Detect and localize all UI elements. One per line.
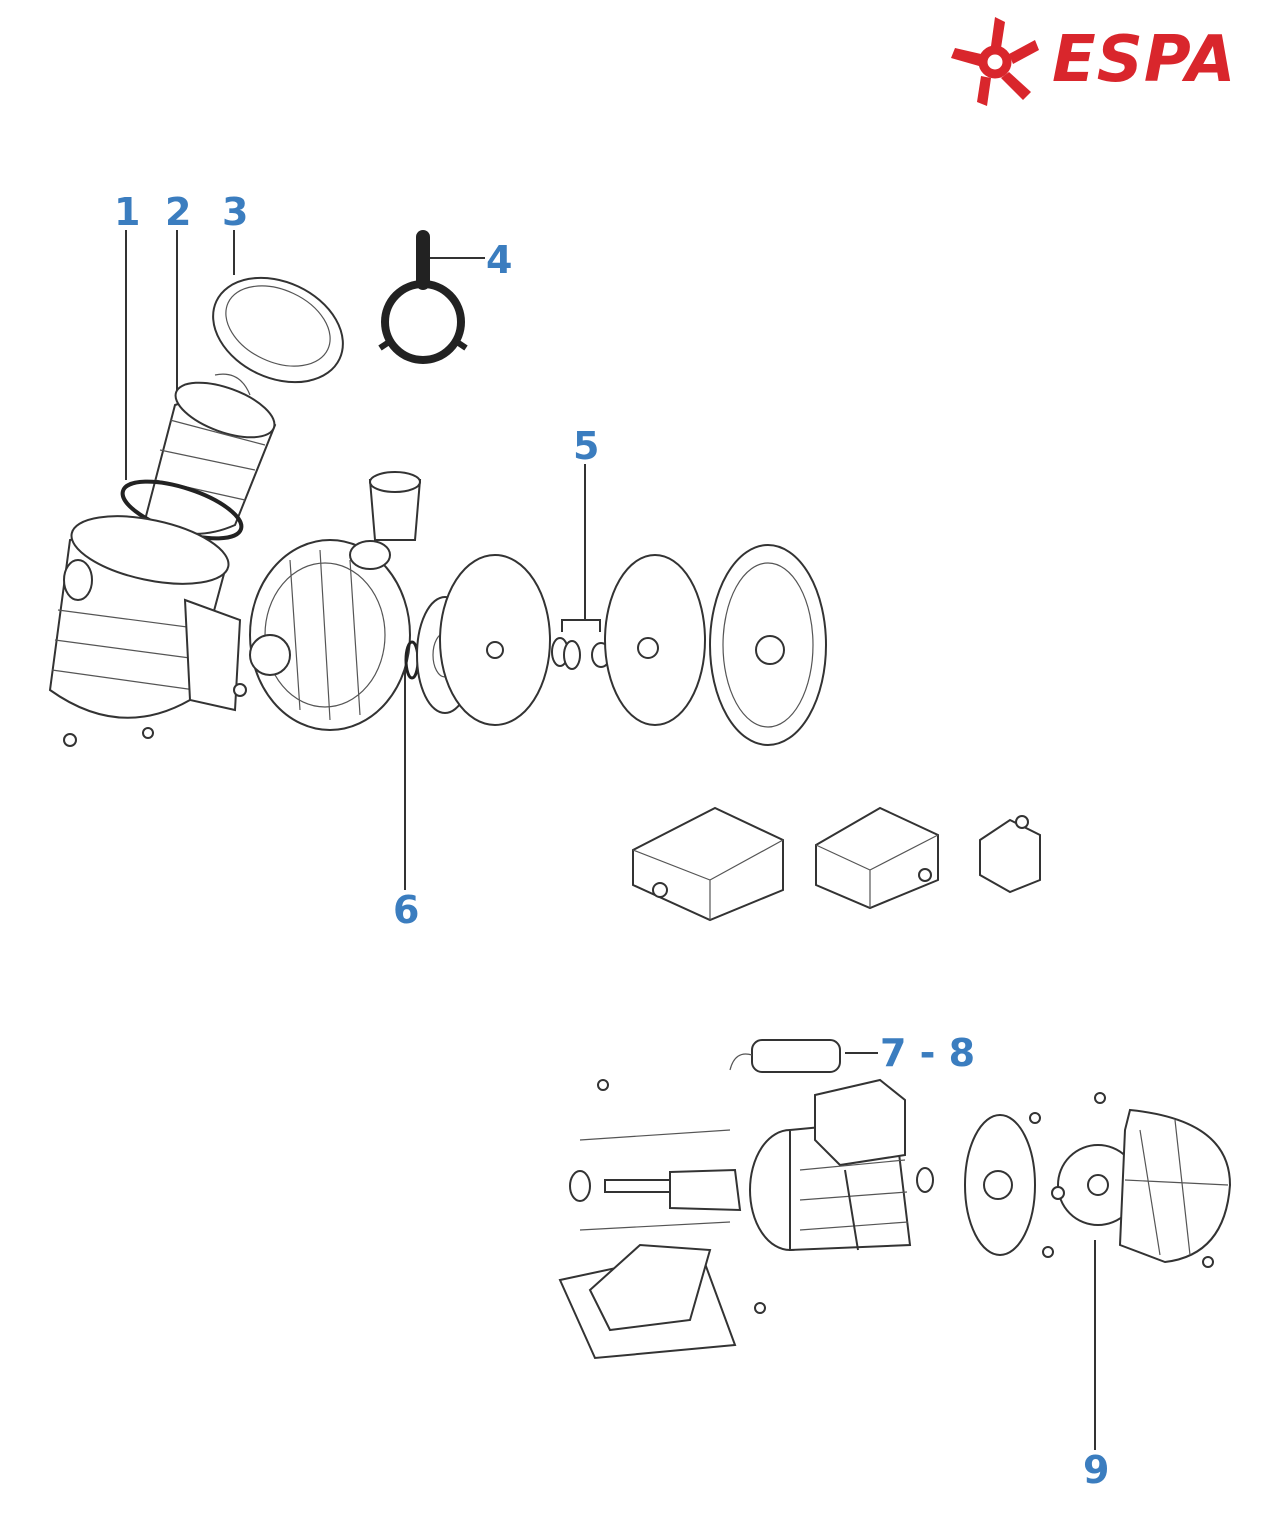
- part-motor-stator: [749, 1078, 912, 1252]
- part-mechanical-seal: [551, 637, 611, 670]
- part-key-wrench: [378, 230, 468, 364]
- part-prefilter-housing: [48, 515, 247, 747]
- part-rear-shield: [916, 1112, 1054, 1258]
- callout-6: 6: [393, 888, 420, 932]
- part-fan-cover: [1094, 1092, 1232, 1268]
- callout-7-8: 7 - 8: [880, 1031, 976, 1075]
- part-cover: [212, 276, 344, 384]
- part-strainer-basket: [143, 373, 277, 535]
- part-capacitor: [729, 1039, 841, 1073]
- callout-4: 4: [486, 238, 513, 282]
- part-pump-body: [249, 471, 422, 731]
- part-rotor-shaft: [569, 1079, 742, 1231]
- part-terminal-box-small: [979, 815, 1041, 894]
- part-seal-plate: [604, 554, 706, 726]
- part-motor-bracket: [709, 544, 827, 746]
- callout-5: 5: [573, 424, 600, 468]
- part-diffuser-disc: [439, 554, 551, 726]
- callout-2: 2: [165, 190, 192, 234]
- part-terminal-box-large: [632, 806, 784, 922]
- callout-3: 3: [222, 190, 249, 234]
- part-motor-base: [558, 1243, 766, 1360]
- leader-lines: [125, 230, 1096, 1450]
- callout-9: 9: [1083, 1448, 1110, 1492]
- part-terminal-box-medium: [815, 806, 939, 910]
- callout-1: 1: [114, 190, 141, 234]
- espa-logo-text: ESPA: [1052, 23, 1237, 97]
- espa-logo-icon: [951, 17, 1039, 106]
